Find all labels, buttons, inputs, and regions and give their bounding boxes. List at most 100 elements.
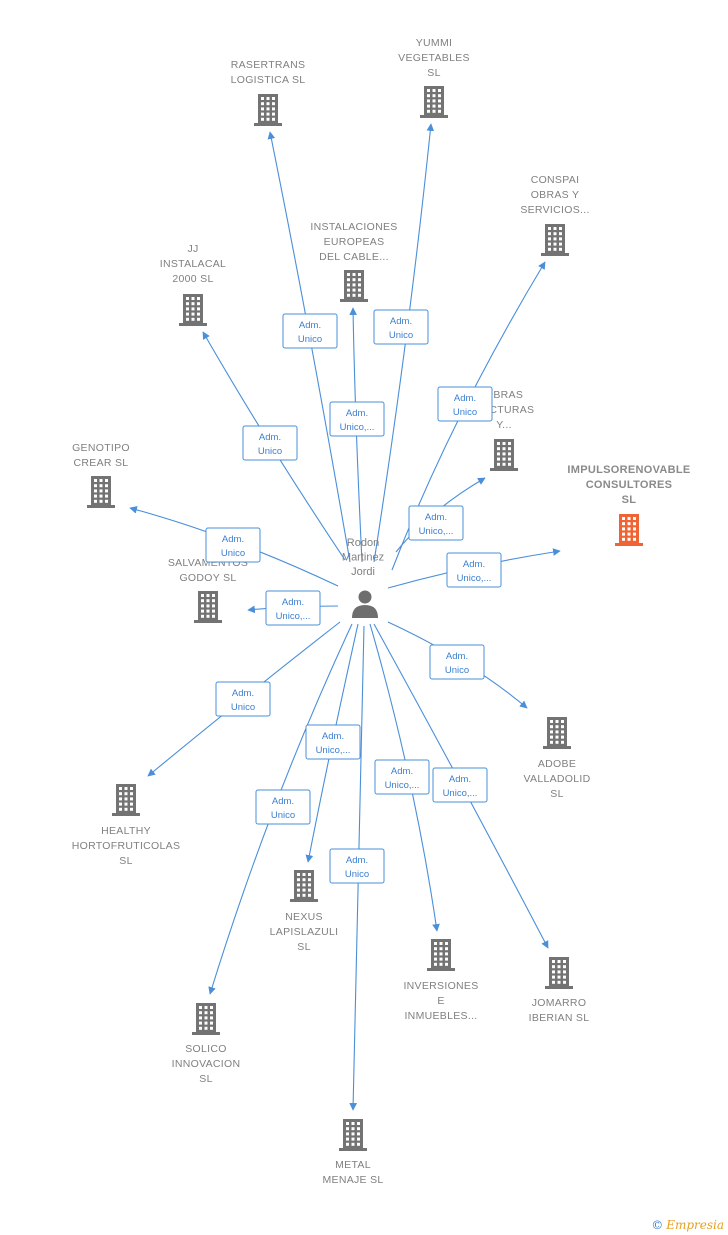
company-label-line: CONSPAI xyxy=(531,174,580,186)
building-icon xyxy=(545,957,573,989)
company-node-rasertrans[interactable]: RASERTRANS LOGISTICA SL xyxy=(231,59,306,126)
role-label-line: Adm. xyxy=(454,393,476,404)
empresia-logo-text: Empresia xyxy=(666,1218,724,1232)
company-node-metal[interactable]: METAL MENAJE SL xyxy=(322,1119,383,1186)
role-badge-box xyxy=(242,425,298,461)
role-label-line: Unico xyxy=(258,446,282,457)
role-label-line: Adm. xyxy=(282,597,304,608)
role-badge-box xyxy=(432,767,488,803)
role-label-line: Adm. xyxy=(222,534,244,545)
role-badge-jj[interactable]: Adm. Unico xyxy=(242,425,298,461)
building-icon xyxy=(615,514,643,546)
role-label-line: Unico xyxy=(298,334,322,345)
role-badge-instalaciones[interactable]: Adm.Unico,... xyxy=(329,401,385,437)
company-label-line: JOMARRO xyxy=(532,997,587,1009)
person-icon xyxy=(352,590,378,618)
copyright-symbol: © xyxy=(651,1218,664,1232)
role-badge-rasertrans[interactable]: Adm.Unico xyxy=(282,313,338,349)
company-label-line: INSTALACAL xyxy=(160,258,226,270)
role-badge-box xyxy=(205,527,261,563)
role-label-line: Adm. xyxy=(259,432,281,443)
company-label-line: OBRAS Y xyxy=(531,189,580,201)
role-label-line: Adm. xyxy=(425,512,447,523)
building-icon xyxy=(254,94,282,126)
company-label-line: 2000 SL xyxy=(172,273,213,285)
role-badge-conspai[interactable]: Adm.Unico xyxy=(437,386,493,422)
role-badge-inversiones[interactable]: Adm. Unico,... xyxy=(374,759,430,795)
role-badge-genotipo[interactable]: Adm.Unico xyxy=(205,527,261,563)
person-name-line: Rodon xyxy=(347,537,379,549)
building-icon xyxy=(179,294,207,326)
role-label-line: Adm. xyxy=(232,688,254,699)
role-badge-box xyxy=(446,552,502,588)
company-label-line: EUROPEAS xyxy=(324,236,385,248)
empresia-credit[interactable]: ©Empresia xyxy=(651,1218,724,1232)
company-label-line: E xyxy=(437,995,444,1007)
role-badge-box xyxy=(329,848,385,884)
role-badge-jomarro[interactable]: Adm. Unico,... xyxy=(432,767,488,803)
role-label-line: Adm. xyxy=(346,855,368,866)
role-label-line: Unico,... xyxy=(443,788,478,799)
role-badge-yummi[interactable]: Adm.Unico xyxy=(373,309,429,345)
role-badge-adobe[interactable]: Adm.Unico xyxy=(429,644,485,680)
building-icon xyxy=(340,270,368,302)
building-icon xyxy=(541,224,569,256)
role-badge-box xyxy=(437,386,493,422)
company-label-line: RASERTRANS xyxy=(231,59,306,71)
company-label-line: METAL xyxy=(335,1159,371,1171)
role-label-line: Adm. xyxy=(449,774,471,785)
company-label-line: MENAJE SL xyxy=(322,1174,383,1186)
role-label-line: Unico xyxy=(445,665,469,676)
building-icon xyxy=(339,1119,367,1151)
role-label-line: Unico xyxy=(231,702,255,713)
role-badge-box xyxy=(374,759,430,795)
role-badge-box xyxy=(329,401,385,437)
company-label-line: VEGETABLES xyxy=(398,52,470,64)
role-label-line: Adm. xyxy=(391,766,413,777)
role-label-line: Unico,... xyxy=(385,780,420,791)
role-badge-healthy[interactable]: Adm. Unico xyxy=(215,681,271,717)
building-icon xyxy=(543,717,571,749)
role-label-line: Unico,... xyxy=(276,611,311,622)
company-label-line: LOGISTICA SL xyxy=(231,74,306,86)
building-icon xyxy=(192,1003,220,1035)
role-label-line: Unico,... xyxy=(419,526,454,537)
building-icon xyxy=(194,591,222,623)
role-label-line: Adm. xyxy=(272,796,294,807)
role-label-line: Unico xyxy=(271,810,295,821)
company-label-line: LAPISLAZULI xyxy=(270,926,339,938)
company-node-inversiones[interactable]: INVERSIONESEINMUEBLES... xyxy=(403,939,478,1022)
company-label-line: GODOY SL xyxy=(179,572,236,584)
company-label-line: Y... xyxy=(496,419,512,431)
role-label-line: Unico,... xyxy=(340,422,375,433)
company-label-line: INMUEBLES... xyxy=(404,1010,477,1022)
role-badge-metal[interactable]: Adm.Unico xyxy=(329,848,385,884)
role-label-line: Unico,... xyxy=(457,573,492,584)
company-label-line: GENOTIPO xyxy=(72,442,130,454)
role-badge-solico[interactable]: Adm. Unico xyxy=(255,789,311,825)
role-label-line: Adm. xyxy=(463,559,485,570)
role-badge-salvamentos[interactable]: Adm. Unico,... xyxy=(265,590,321,626)
company-label-line: SL xyxy=(297,941,310,953)
role-badge-obras[interactable]: Adm. Unico,... xyxy=(408,505,464,541)
building-icon xyxy=(490,439,518,471)
building-icon xyxy=(427,939,455,971)
company-label-line: INSTALACIONES xyxy=(310,221,397,233)
role-badge-nexus[interactable]: Adm.Unico,... xyxy=(305,724,361,760)
role-badge-box xyxy=(408,505,464,541)
role-badge-impulso[interactable]: Adm. Unico,... xyxy=(446,552,502,588)
